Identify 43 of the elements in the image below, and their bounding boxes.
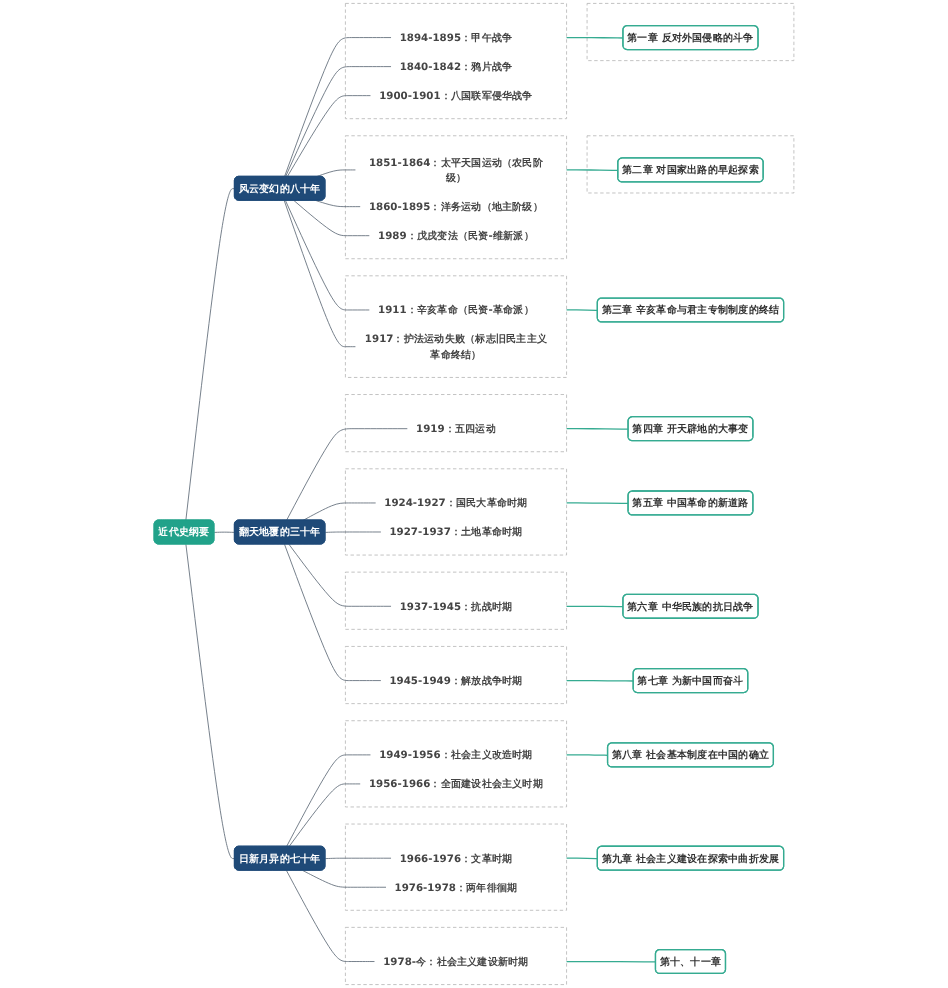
- cluster: [344, 468, 567, 556]
- connector: [565, 428, 630, 430]
- cluster: [344, 135, 567, 260]
- connector: [284, 543, 382, 681]
- connector: [284, 37, 392, 178]
- connector: [288, 543, 392, 607]
- cluster: [344, 394, 567, 453]
- cluster: [344, 720, 567, 808]
- connector: [324, 531, 382, 533]
- connector: [565, 502, 630, 505]
- cluster: [344, 3, 567, 120]
- cluster: [586, 135, 795, 194]
- connector: [565, 309, 599, 312]
- connector: [302, 502, 377, 521]
- cluster: [344, 926, 567, 985]
- cluster: [344, 646, 567, 705]
- connector: [565, 679, 635, 682]
- connector: [185, 188, 236, 521]
- connector: [213, 531, 236, 533]
- connector: [565, 960, 657, 963]
- connector: [286, 754, 372, 848]
- connector: [293, 200, 370, 237]
- connector: [315, 200, 361, 208]
- connector: [185, 543, 236, 860]
- connector: [286, 428, 408, 521]
- connector: [565, 605, 624, 608]
- connector: [286, 95, 372, 178]
- connector: [565, 857, 599, 860]
- cluster: [344, 571, 567, 630]
- cluster: [586, 3, 795, 62]
- connector: [324, 857, 392, 860]
- connector: [315, 169, 357, 178]
- connector: [285, 66, 392, 178]
- connector: [302, 870, 387, 888]
- connector: [285, 200, 370, 311]
- connector: [283, 200, 357, 348]
- connector: [565, 754, 609, 756]
- connector: [286, 870, 376, 962]
- cluster: [344, 275, 567, 378]
- connector: [565, 169, 619, 171]
- connector: [565, 36, 624, 39]
- connector: [288, 783, 361, 848]
- cluster: [344, 823, 567, 911]
